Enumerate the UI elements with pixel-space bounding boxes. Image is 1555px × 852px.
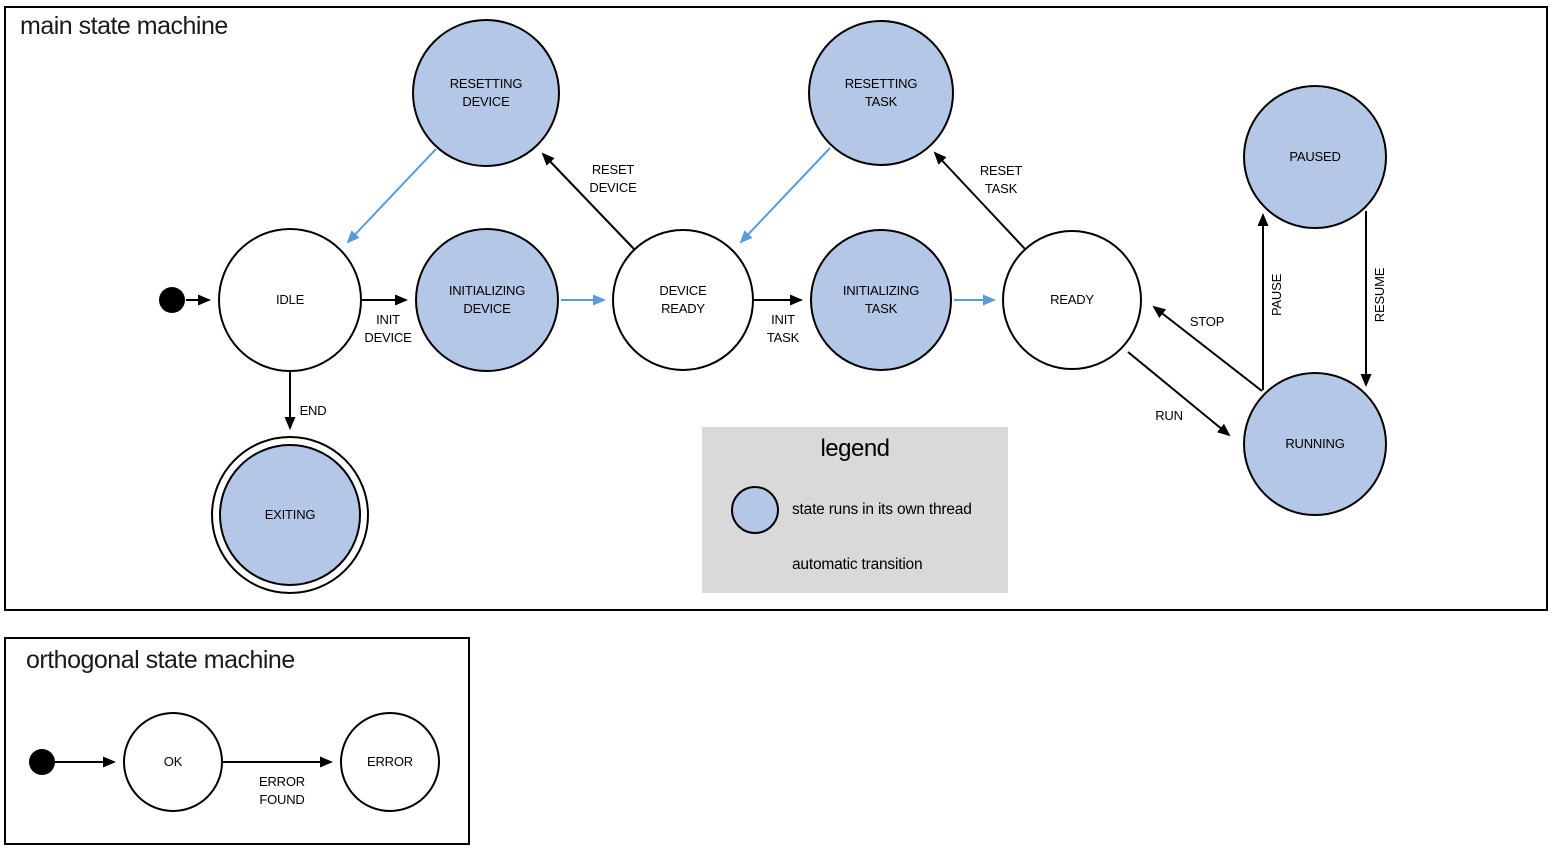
state-resetting-device: RESETTING DEVICE [412, 19, 560, 167]
state-label: ERROR [367, 754, 413, 770]
legend-threaded-state-icon [731, 486, 779, 534]
orthogonal-panel-title: orthogonal state machine [26, 646, 295, 674]
state-initializing-device: INITIALIZING DEVICE [415, 228, 559, 372]
main-panel-title: main state machine [20, 12, 228, 40]
state-paused: PAUSED [1243, 85, 1387, 229]
transition-label-resume: RESUME [1371, 267, 1387, 323]
orthogonal-state-machine-panel [4, 637, 470, 845]
transition-label-pause: PAUSE [1268, 273, 1284, 317]
state-label: RESETTING TASK [844, 76, 918, 109]
legend-title: legend [820, 435, 890, 462]
state-resetting-task: RESETTING TASK [808, 20, 954, 166]
transition-label-init-device: INIT DEVICE [364, 311, 412, 345]
final-state-exiting-ring: EXITING [211, 436, 369, 594]
legend-threaded-state-label: state runs in its own thread [792, 501, 972, 518]
transition-label-run: RUN [1155, 407, 1183, 423]
state-label: RESETTING DEVICE [449, 76, 523, 109]
transition-label-error-found: ERROR FOUND [259, 773, 305, 807]
main-state-machine-panel [4, 6, 1548, 611]
state-label: INITIALIZING DEVICE [448, 283, 526, 316]
state-device-ready: DEVICE READY [612, 229, 754, 371]
state-exiting: EXITING [219, 444, 361, 586]
state-idle: IDLE [218, 228, 362, 372]
transition-label-reset-task: RESET TASK [979, 162, 1023, 196]
state-error: ERROR [340, 712, 440, 812]
state-label: INITIALIZING TASK [842, 283, 920, 316]
legend-auto-transition-label: automatic transition [792, 556, 923, 573]
state-ok: OK [123, 712, 223, 812]
transition-label-stop: STOP [1189, 313, 1225, 329]
transition-label-init-task: INIT TASK [766, 311, 800, 345]
legend: legend state runs in its own thread auto… [702, 427, 1008, 593]
state-label: EXITING [264, 507, 316, 523]
state-label: READY [1050, 292, 1094, 308]
state-running: RUNNING [1243, 372, 1387, 516]
state-label: RUNNING [1285, 436, 1345, 452]
state-label: DEVICE READY [659, 283, 707, 316]
initial-state-dot-orthogonal [29, 749, 55, 775]
state-initializing-task: INITIALIZING TASK [810, 229, 952, 371]
state-label: OK [163, 754, 183, 770]
transition-label-end: END [299, 402, 327, 418]
state-ready: READY [1002, 230, 1142, 370]
transition-label-reset-device: RESET DEVICE [589, 161, 637, 195]
state-label: IDLE [275, 292, 305, 308]
state-label: PAUSED [1289, 149, 1341, 165]
initial-state-dot-main [159, 287, 185, 313]
